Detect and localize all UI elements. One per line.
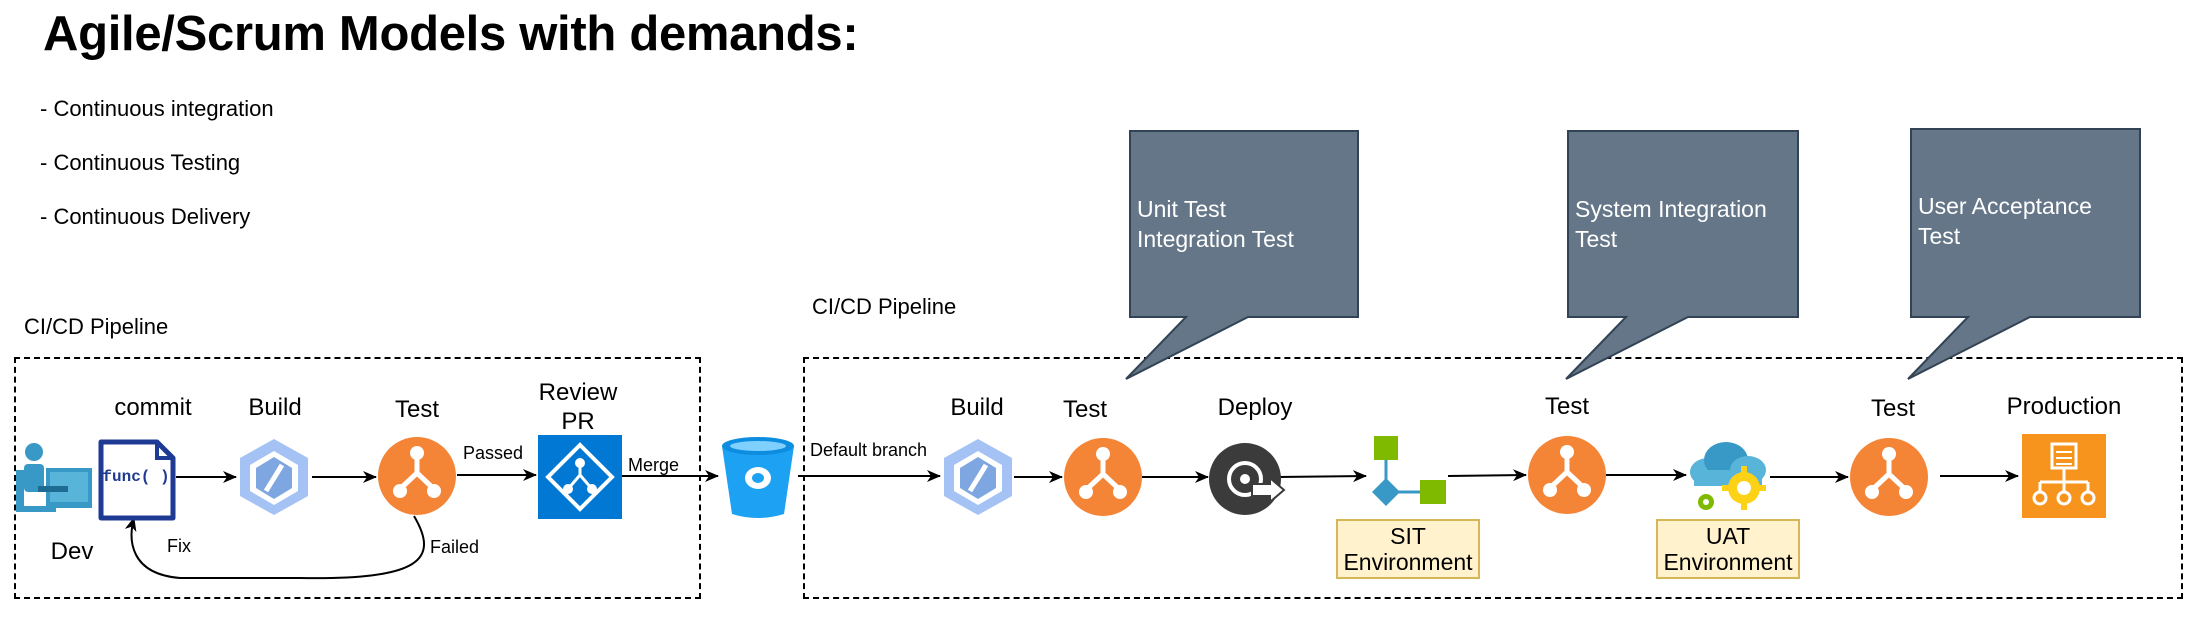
bullet-continuous-delivery: - Continuous Delivery bbox=[40, 204, 251, 229]
test-label-2: Test bbox=[1062, 396, 1108, 423]
system-integration-callout-text: System Integration Test bbox=[1575, 194, 1767, 254]
edge-failed-fix bbox=[124, 515, 425, 580]
build-icon-2 bbox=[944, 439, 1012, 515]
sit-environment-label: Environment bbox=[1343, 549, 1473, 575]
developer-icon bbox=[16, 443, 92, 512]
test-label: Test bbox=[394, 396, 440, 423]
test-git-icon-3 bbox=[1528, 436, 1606, 514]
deploy-icon bbox=[1209, 443, 1286, 515]
left-pipeline-frame bbox=[14, 357, 701, 599]
test-label-4: Test bbox=[1870, 395, 1916, 422]
uat-cloud-gear-icon bbox=[1690, 442, 1766, 510]
edge-label-default-branch: Default branch bbox=[810, 440, 928, 460]
callout-line: Test bbox=[1575, 226, 1618, 252]
build-label-2: Build bbox=[950, 394, 1004, 421]
uat-environment-box: UAT Environment bbox=[1656, 519, 1800, 579]
review-line: Review bbox=[538, 379, 618, 406]
right-pipeline-label: CI/CD Pipeline bbox=[812, 294, 957, 319]
system-integration-callout bbox=[1565, 130, 1799, 380]
pull-request-icon bbox=[538, 435, 622, 519]
test-git-icon-2 bbox=[1064, 438, 1142, 516]
callout-line: Unit Test bbox=[1137, 196, 1227, 222]
test-git-icon-4 bbox=[1850, 438, 1928, 516]
unit-test-callout-text: Unit Test Integration Test bbox=[1137, 194, 1294, 254]
build-label: Build bbox=[248, 394, 302, 421]
review-pr-label: Review PR bbox=[539, 378, 618, 436]
sit-label: SIT bbox=[1390, 523, 1426, 549]
commit-label: commit bbox=[114, 394, 192, 421]
code-file-text: func( ) bbox=[102, 468, 170, 486]
pr-line: PR bbox=[561, 408, 595, 435]
sit-environment-box: SIT Environment bbox=[1336, 519, 1480, 579]
user-acceptance-callout-text: User Acceptance Test bbox=[1918, 191, 2092, 251]
code-file-icon bbox=[98, 439, 176, 521]
bullet-continuous-testing: - Continuous Testing bbox=[40, 150, 241, 175]
deploy-label: Deploy bbox=[1217, 394, 1293, 421]
production-site-icon bbox=[2022, 434, 2106, 518]
test-git-icon bbox=[378, 437, 456, 515]
edge-label-passed: Passed bbox=[463, 443, 524, 463]
callout-line: System Integration bbox=[1575, 196, 1767, 222]
edge-label-fix: Fix bbox=[167, 536, 191, 556]
uat-label: UAT bbox=[1705, 523, 1751, 549]
right-pipeline-frame bbox=[803, 357, 2183, 599]
test-label-3: Test bbox=[1544, 393, 1590, 420]
sit-branch-icon bbox=[1372, 436, 1446, 506]
left-pipeline-label: CI/CD Pipeline bbox=[24, 314, 169, 339]
callout-line: Integration Test bbox=[1137, 226, 1294, 252]
page-title: Agile/Scrum Models with demands: bbox=[43, 7, 859, 61]
production-label: Production bbox=[2006, 393, 2122, 420]
build-icon bbox=[240, 439, 308, 515]
edge-label-failed: Failed bbox=[430, 537, 480, 557]
dev-label: Dev bbox=[50, 538, 94, 565]
edge-sit-test2 bbox=[1447, 469, 1527, 482]
bullet-continuous-integration: - Continuous integration bbox=[40, 96, 274, 121]
callout-line: User Acceptance bbox=[1918, 193, 2092, 219]
uat-environment-label: Environment bbox=[1663, 549, 1793, 575]
user-acceptance-callout bbox=[1907, 128, 2141, 380]
edge-deploy-sit bbox=[1277, 470, 1367, 483]
unit-test-callout bbox=[1125, 130, 1359, 380]
edge-label-merge: Merge bbox=[628, 455, 680, 475]
callout-line: Test bbox=[1918, 223, 1961, 249]
repository-bucket-icon bbox=[722, 437, 794, 518]
